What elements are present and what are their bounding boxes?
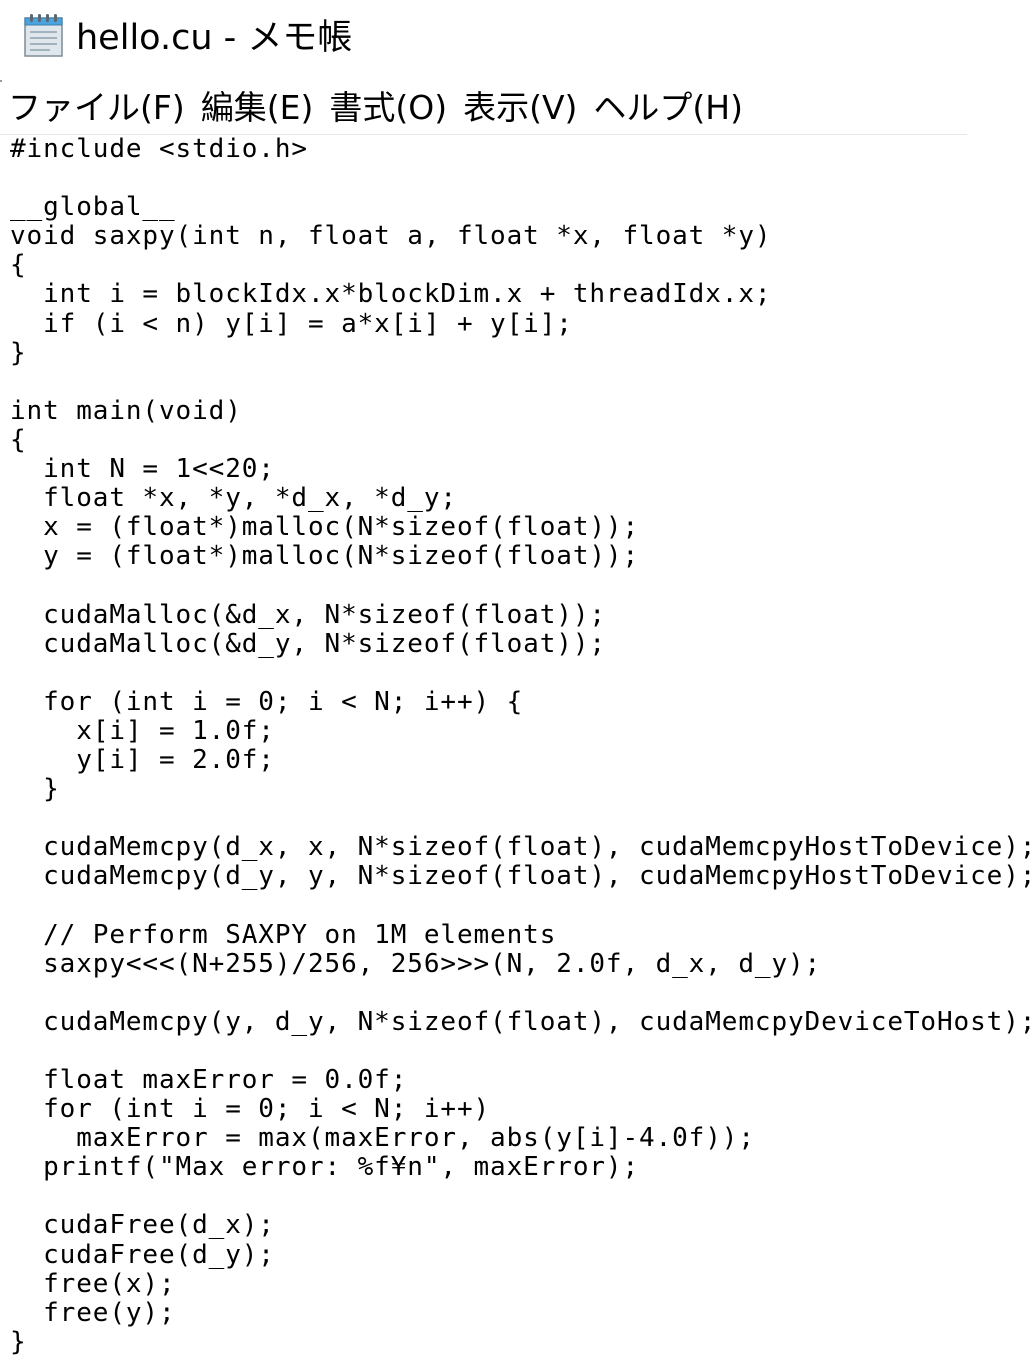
menu-bar: ファイル(F) 編集(E) 書式(O) 表示(V) ヘルプ(H)	[0, 82, 967, 135]
menu-edit[interactable]: 編集(E)	[200, 88, 314, 127]
menu-format[interactable]: 書式(O)	[329, 88, 448, 127]
menu-view[interactable]: 表示(V)	[463, 88, 578, 127]
text-editor-area[interactable]: #include <stdio.h> __global__ void saxpy…	[0, 134, 1035, 1365]
menu-file[interactable]: ファイル(F)	[8, 88, 185, 127]
notepad-icon	[22, 12, 66, 58]
title-bar[interactable]: hello.cu - メモ帳	[0, 0, 967, 80]
editor-content[interactable]: #include <stdio.h> __global__ void saxpy…	[10, 134, 1036, 1357]
menu-help[interactable]: ヘルプ(H)	[593, 88, 743, 127]
menu-list: ファイル(F) 編集(E) 書式(O) 表示(V) ヘルプ(H)	[8, 82, 743, 134]
window-title: hello.cu - メモ帳	[76, 18, 353, 58]
